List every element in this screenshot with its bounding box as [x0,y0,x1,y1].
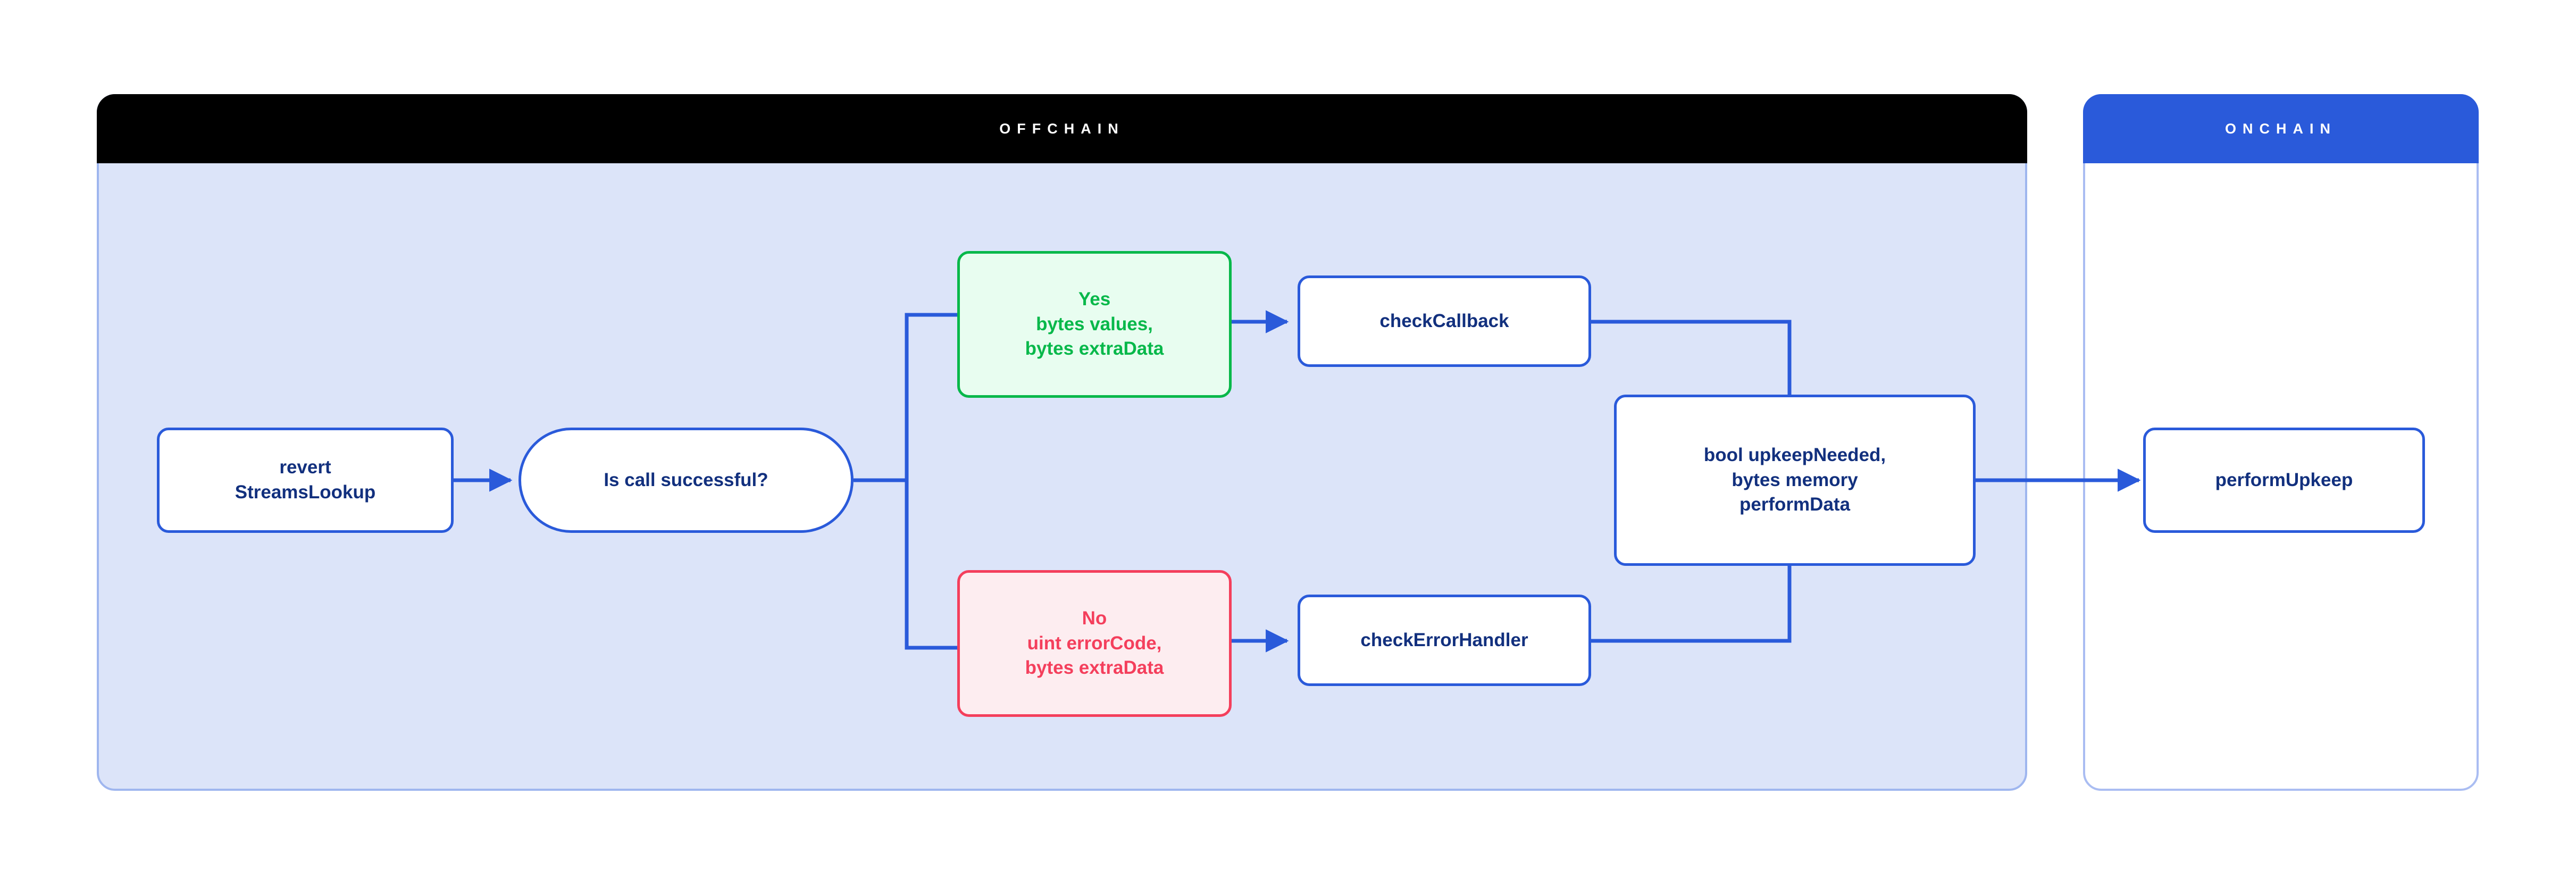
node-yes-line-1: Yes [1078,289,1111,310]
node-branch-no[interactable]: No uint errorCode, bytes extraData [957,570,1232,717]
node-revert-line-2: StreamsLookup [235,482,376,503]
node-perform-upkeep-label: performUpkeep [2215,469,2353,490]
node-upkeep-needed-line-2: bytes memory [1732,469,1858,490]
node-no-line-3: bytes extraData [1025,657,1164,679]
node-upkeep-needed-line-1: bool upkeepNeeded, [1703,445,1886,466]
node-upkeep-needed-line-3: performData [1739,494,1851,515]
node-upkeep-needed[interactable]: bool upkeepNeeded, bytes memory performD… [1614,395,1976,566]
node-decision-line-1: Is call successful? [604,469,768,490]
edge-check-error-handler-to-upkeep-needed [1591,565,1792,643]
node-check-error-handler[interactable]: checkErrorHandler [1298,595,1591,686]
edge-check-callback-to-upkeep-needed [1591,320,1792,396]
node-no-line-1: No [1082,608,1107,629]
offchain-panel-title: OFFCHAIN [97,94,2027,163]
node-revert-streams-lookup[interactable]: revert StreamsLookup [157,428,454,533]
edge-decision-branch [854,313,957,650]
node-check-error-handler-label: checkErrorHandler [1360,629,1528,650]
node-is-call-successful[interactable]: Is call successful? [518,428,854,533]
onchain-panel-title: ONCHAIN [2083,94,2479,163]
node-no-line-2: uint errorCode, [1027,632,1162,654]
node-check-callback[interactable]: checkCallback [1298,275,1591,367]
node-revert-line-1: revert [279,457,331,478]
node-check-callback-label: checkCallback [1379,310,1509,331]
node-yes-line-2: bytes values, [1036,313,1153,335]
node-branch-yes[interactable]: Yes bytes values, bytes extraData [957,251,1232,398]
node-perform-upkeep[interactable]: performUpkeep [2143,428,2425,533]
node-yes-line-3: bytes extraData [1025,338,1164,360]
